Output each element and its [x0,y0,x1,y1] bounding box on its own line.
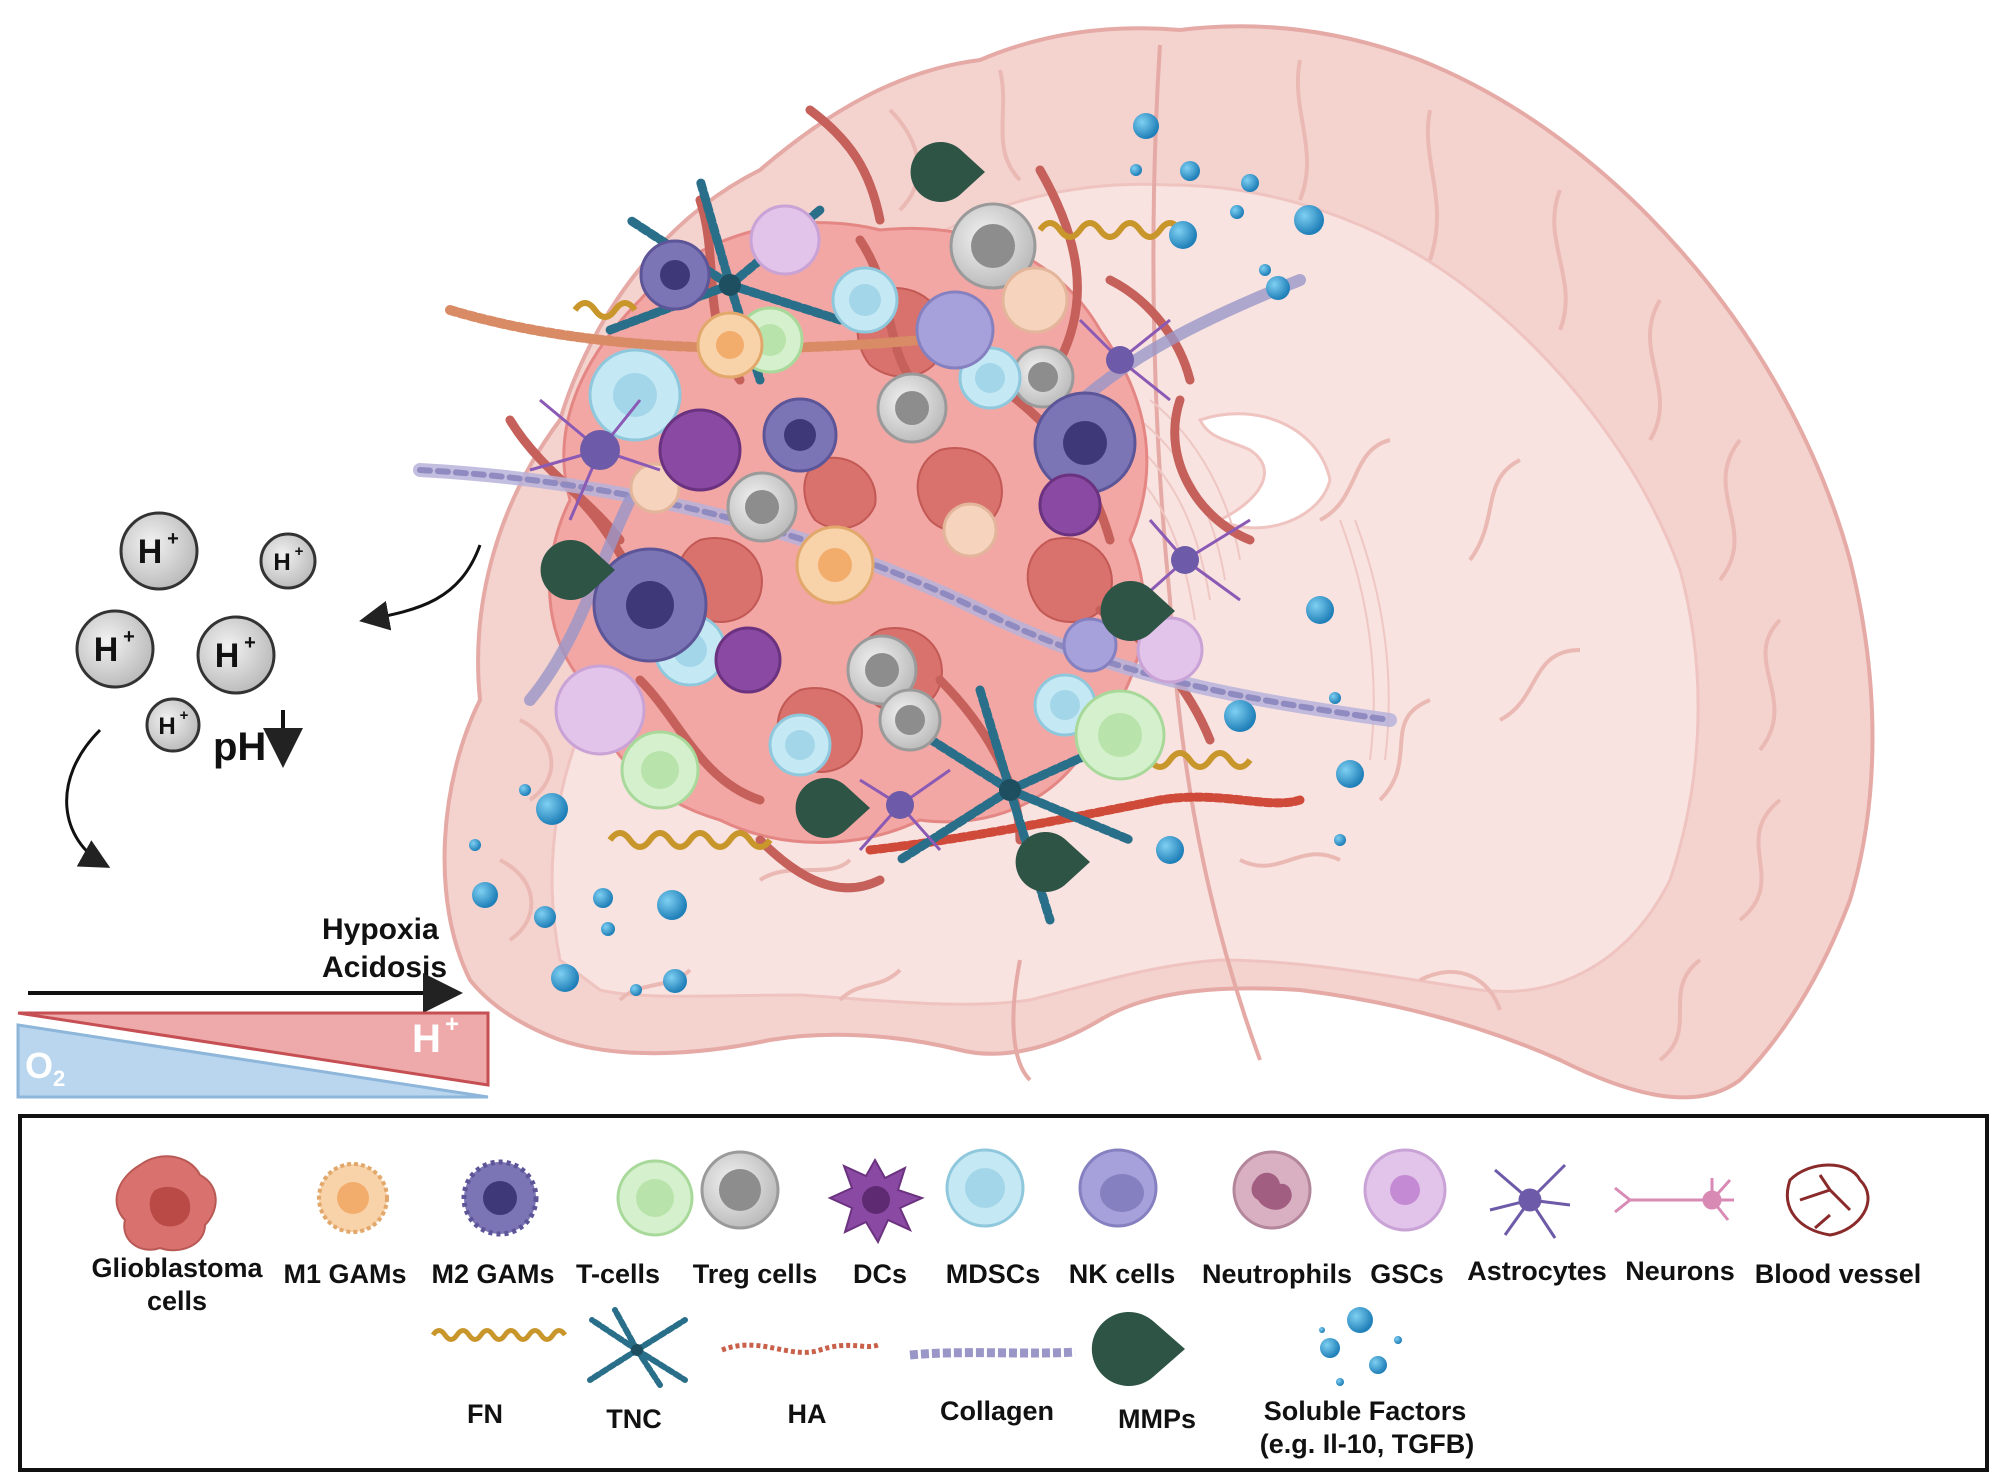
mmp-icon [1091,1312,1185,1386]
proton-small-2: H + [145,697,201,753]
legend-label-m2-gams: M2 GAMs [431,1259,554,1289]
soluble-factors-icon [1319,1307,1402,1386]
ph-label: pH [213,725,266,769]
legend-label-soluble-factors: Soluble Factors [1264,1396,1467,1426]
svg-text:+: + [180,707,189,724]
ha-icon [721,1342,879,1355]
legend-label-treg-cells: Treg cells [693,1259,818,1289]
brain-midline [1151,44,1262,1061]
proton-wedge-charge: + [445,1011,459,1038]
svg-text:+: + [295,543,304,560]
collagen-icon [909,1347,1076,1360]
hyaluronic-acid-chains [445,305,1305,855]
svg-text:+: + [244,632,256,654]
curved-arrow-icon [359,544,482,631]
gsc-icon [1363,1148,1447,1232]
legend-label-mmps: MMPs [1118,1404,1196,1434]
legend-label-t-cells: T-cells [576,1259,660,1289]
treg-cell-icon [700,1150,780,1230]
proton-small-1: H + [259,532,317,590]
legend: Glioblastoma cells M1 GAMs M2 GAMs T-cel… [18,1114,1989,1472]
tnc-icon [587,1307,688,1388]
blood-vessel-icon [1785,1163,1870,1237]
legend-label-tnc: TNC [606,1404,662,1434]
oxygen-wedge-subscript: 2 [53,1066,65,1091]
oxygen-wedge [16,1023,489,1099]
svg-text:H: H [138,533,163,571]
proton-wedge-label: H [412,1017,441,1061]
proton-large-3: H + [196,615,276,695]
gradient-label-hypoxia: Hypoxia [322,913,439,946]
legend-label-gscs: GSCs [1370,1259,1444,1289]
m1-gam-icon [317,1162,389,1234]
m2-gam-icon [461,1159,539,1237]
svg-text:+: + [167,528,179,550]
dc-icon [827,1157,925,1245]
proton-cluster: H + H + H + H + H + pH [65,511,482,868]
tumor-mass [413,105,1397,996]
proton-large-2: H + [75,609,155,689]
mmp-enzymes [540,142,1175,892]
brain-fold-lower [1011,959,1032,1082]
neutrophil-icon [1232,1150,1312,1230]
glioblastoma-icon [115,1155,217,1252]
legend-label-m1-gams: M1 GAMs [283,1259,406,1289]
legend-label-mdscs: MDSCs [946,1259,1041,1289]
tumor-cells-cluster [529,202,1251,851]
legend-label-blood-vessel: Blood vessel [1755,1259,1922,1289]
nk-cell-icon [1078,1148,1158,1228]
proton-wedge [17,1011,490,1087]
proton-large-1: H + [119,511,199,591]
legend-label-astrocytes: Astrocytes [1467,1256,1607,1286]
legend-label-glioblastoma: Glioblastoma [91,1253,263,1283]
legend-label-soluble-factors-examples: (e.g. Il-10, TGFB) [1260,1429,1475,1459]
legend-label-nk-cells: NK cells [1069,1259,1176,1289]
svg-text:H: H [158,713,175,740]
legend-label-neurons: Neurons [1625,1256,1735,1286]
fn-icon [430,1328,568,1342]
legend-label-fn: FN [467,1399,503,1429]
soluble-factor-droplets [469,113,1364,996]
hypoxia-acidosis-gradient: Hypoxia Acidosis H + O 2 [16,913,490,1099]
gradient-label-acidosis: Acidosis [322,951,447,984]
svg-text:H: H [215,637,240,675]
legend-label-collagen: Collagen [940,1396,1054,1426]
lateral-ventricle [1197,412,1332,530]
legend-label-neutrophils: Neutrophils [1202,1259,1352,1289]
t-cell-icon [616,1159,694,1237]
legend-label-ha: HA [788,1399,827,1429]
mdsc-icon [945,1148,1025,1228]
oxygen-wedge-label: O [25,1045,53,1086]
legend-label-dcs: DCs [853,1259,907,1289]
tnc-center [719,274,741,296]
brain-gyri [499,59,1782,1062]
legend-label-glioblastoma-line2: cells [147,1286,207,1316]
curved-arrow-icon [65,728,111,868]
neuron-icon [1614,1178,1734,1221]
svg-text:+: + [123,626,135,648]
svg-text:H: H [273,549,290,576]
tnc-center [999,779,1021,801]
svg-text:H: H [94,631,119,669]
astrocyte-icon [1489,1163,1571,1239]
